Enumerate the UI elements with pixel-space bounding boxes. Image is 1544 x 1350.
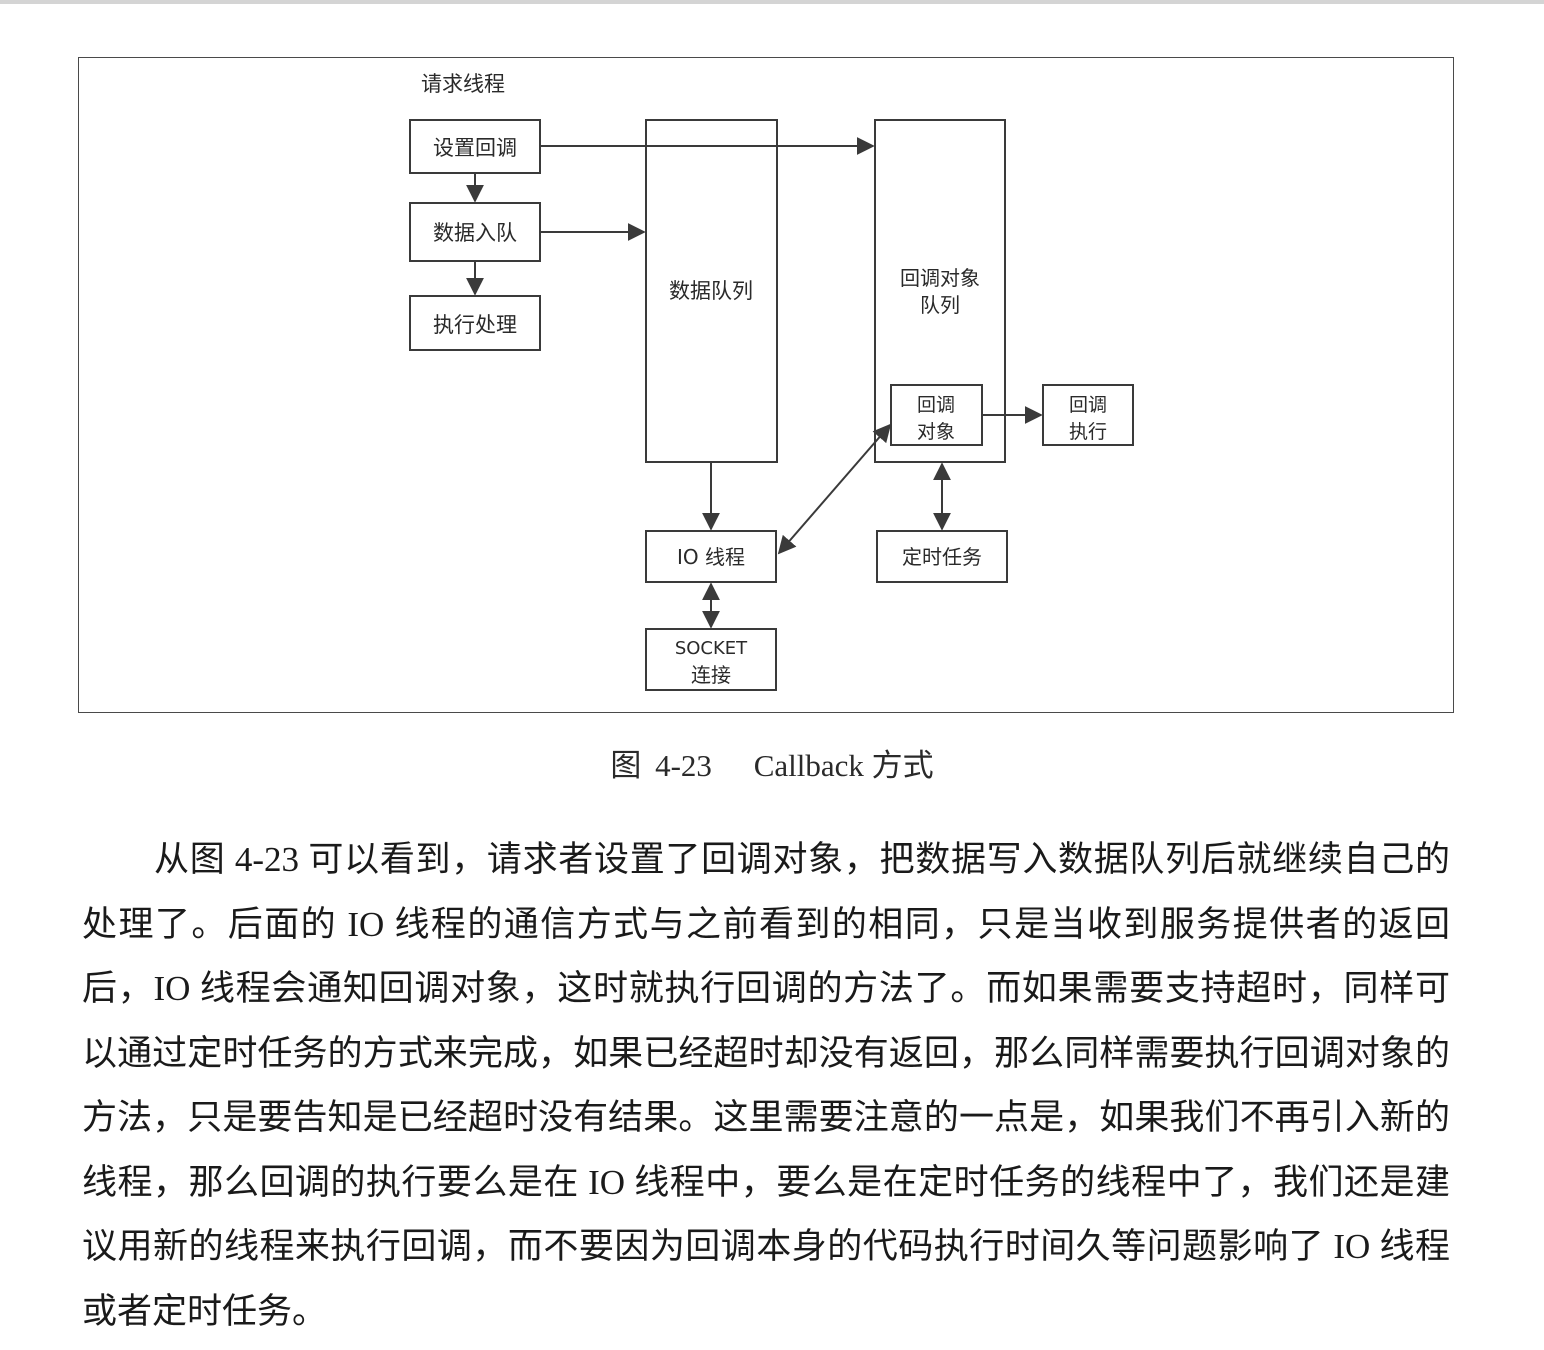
data-queue-box: 数据队列	[645, 119, 778, 463]
callback-execute-label-line2: 执行	[1069, 421, 1107, 443]
execute-processing-box: 执行处理	[409, 295, 541, 351]
callback-execute-label-line1: 回调	[1069, 394, 1107, 416]
caption-prefix: 图	[610, 748, 642, 783]
body-text: 从图 4-23 可以看到，请求者设置了回调对象，把数据写入数据队列后就继续自己的…	[82, 828, 1450, 1344]
figure-caption: 图 4-23 Callback 方式	[0, 740, 1544, 785]
page-top-rule	[0, 0, 1544, 4]
execute-processing-label: 执行处理	[433, 313, 517, 337]
body-paragraph: 从图 4-23 可以看到，请求者设置了回调对象，把数据写入数据队列后就继续自己的…	[82, 840, 1450, 1331]
callback-queue-label-line1: 回调对象	[900, 266, 980, 290]
io-thread-label: IO 线程	[677, 545, 745, 569]
socket-connection-box: SOCKET 连接	[645, 628, 777, 691]
caption-number: 4-23	[655, 748, 712, 783]
set-callback-label: 设置回调	[433, 136, 517, 160]
enqueue-data-box: 数据入队	[409, 202, 541, 262]
timer-task-label: 定时任务	[902, 545, 982, 569]
callback-object-label-line1: 回调	[917, 394, 955, 416]
io-thread-box: IO 线程	[645, 530, 777, 583]
callback-execute-box: 回调 执行	[1042, 384, 1134, 446]
caption-title: Callback 方式	[753, 748, 934, 783]
enqueue-data-label: 数据入队	[433, 221, 517, 245]
socket-label-line1: SOCKET	[675, 638, 748, 659]
figure-frame: 请求线程 设置回调 数据入队 执行处理 数据队列 回调对象 队列	[78, 57, 1454, 713]
callback-diagram: 请求线程 设置回调 数据入队 执行处理 数据队列 回调对象 队列	[409, 72, 1134, 691]
data-queue-label: 数据队列	[669, 279, 753, 303]
arrow-io-callback-object	[777, 423, 892, 555]
callback-object-label-line2: 对象	[917, 421, 955, 443]
request-thread-label: 请求线程	[421, 72, 505, 96]
callback-queue-label-line2: 队列	[920, 293, 960, 317]
socket-label-line2: 连接	[691, 663, 731, 687]
timer-task-box: 定时任务	[876, 530, 1008, 583]
callback-object-box: 回调 对象	[890, 384, 983, 446]
set-callback-box: 设置回调	[409, 119, 541, 174]
